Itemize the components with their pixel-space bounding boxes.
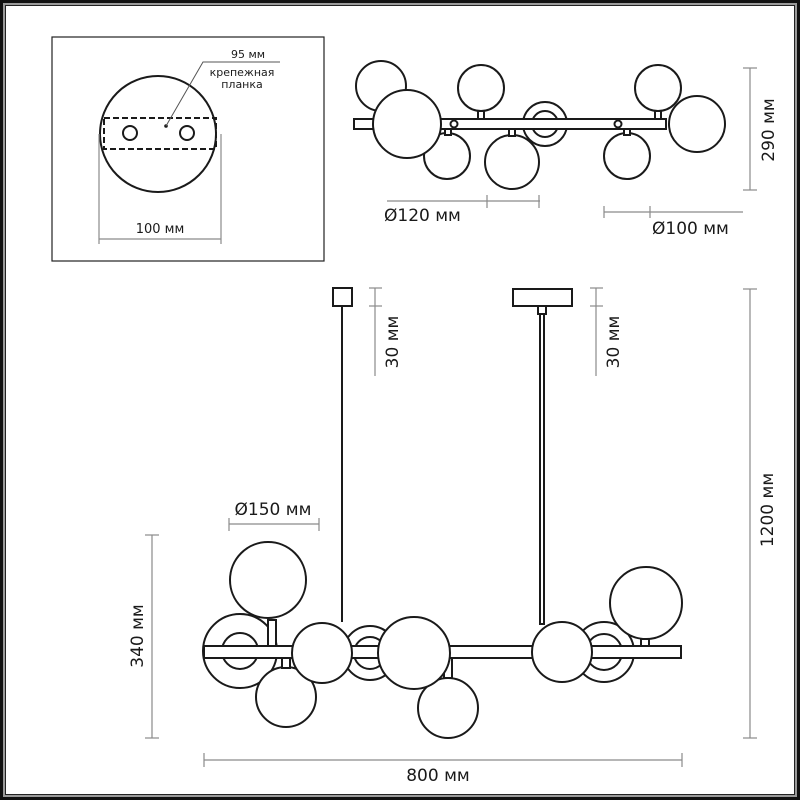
front-globe-center-right xyxy=(531,621,593,683)
shade-150-label: Ø150 мм xyxy=(235,500,312,520)
top-stem-5 xyxy=(654,110,662,120)
depth-290-label: 290 мм xyxy=(759,98,779,162)
front-globe-upper-right xyxy=(609,566,683,640)
right-canopy-height-label: 30 мм xyxy=(604,316,624,369)
width-800-label: 800 мм xyxy=(406,766,470,786)
top-stem-3 xyxy=(444,128,452,136)
canopy-diameter-label: 100 мм xyxy=(136,222,185,237)
top-stem-1 xyxy=(477,110,485,120)
top-globe-5 xyxy=(484,134,540,190)
mounting-bracket-dashed xyxy=(103,117,217,150)
top-view: Ø120 мм Ø100 мм 290 мм xyxy=(353,60,779,239)
shade-120-label: Ø120 мм xyxy=(384,206,461,226)
left-canopy xyxy=(332,287,353,307)
bracket-name-line1: крепежная xyxy=(210,66,275,79)
top-globe-large-left xyxy=(372,89,442,159)
top-joint-2 xyxy=(613,119,623,129)
shade-100-label: Ø100 мм xyxy=(652,219,729,239)
mounting-hole-right xyxy=(179,125,195,141)
top-joint-1 xyxy=(449,119,459,129)
top-globe-large-right xyxy=(668,95,726,153)
front-stem-upper-left xyxy=(267,619,277,647)
front-globe-upper-left xyxy=(229,541,307,619)
front-view: 30 мм 30 мм xyxy=(128,287,778,786)
total-height-1200-label: 1200 мм xyxy=(758,473,778,547)
mounting-hole-left xyxy=(122,125,138,141)
body-height-340-label: 340 мм xyxy=(128,604,148,668)
inset-panel: 95 мм крепежная планка 100 мм xyxy=(51,36,325,262)
right-canopy-collar xyxy=(537,305,547,315)
inner-frame xyxy=(5,5,795,795)
bracket-leader-line xyxy=(165,61,280,127)
frame-gray-band xyxy=(3,3,797,797)
top-stem-2 xyxy=(508,128,516,137)
bracket-width-label: 95 мм xyxy=(231,48,265,61)
front-globe-center xyxy=(377,616,451,690)
right-canopy xyxy=(512,288,573,307)
front-globe-center-left xyxy=(291,622,353,684)
top-globe-3 xyxy=(634,64,682,112)
bracket-name-line2: планка xyxy=(221,78,263,91)
top-globe-2 xyxy=(457,64,505,112)
front-stem-lower-left xyxy=(281,657,291,669)
top-stem-4 xyxy=(623,128,631,136)
left-canopy-height-label: 30 мм xyxy=(383,316,403,369)
right-suspension-rod xyxy=(539,313,545,625)
top-globe-6 xyxy=(603,132,651,180)
